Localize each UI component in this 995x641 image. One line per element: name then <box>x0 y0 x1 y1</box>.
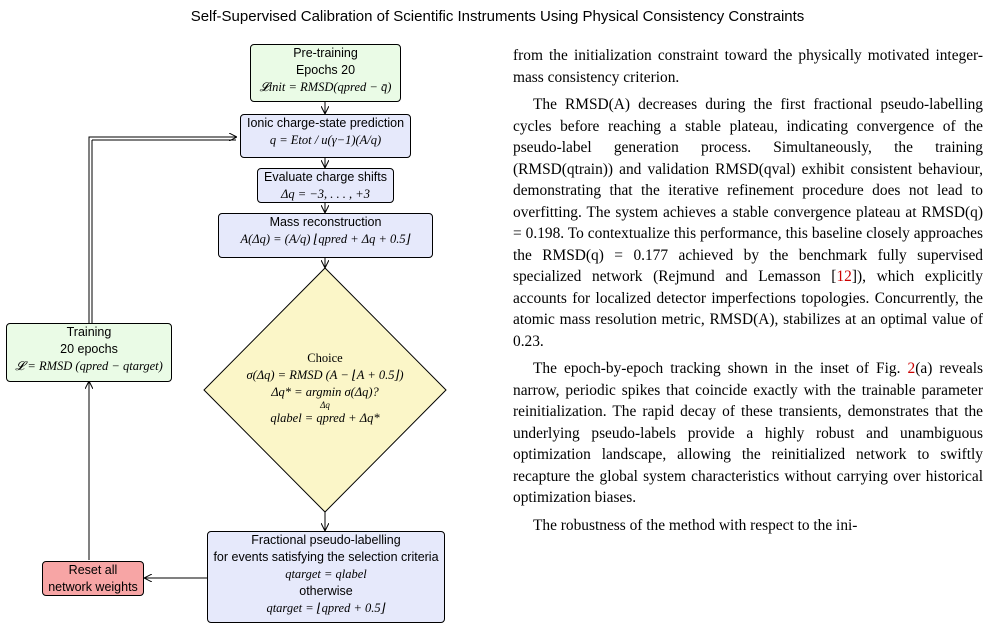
fractional-title: Fractional pseudo-labelling <box>251 533 401 547</box>
paragraph-3-text-a: The epoch-by-epoch tracking shown in the… <box>533 360 908 377</box>
training-loss: 𝓛 = RMSD (qpred − qtarget) <box>15 359 163 373</box>
choice-line1: σ(Δq) = RMSD (A − ⌊A + 0.5⌋) <box>246 368 404 382</box>
ionic-formula: q = Etot / u(γ−1)(A/q) <box>269 133 382 147</box>
choice-line2: Δq* = argmin σ(Δq)? <box>271 385 379 399</box>
training-title: Training <box>66 325 112 339</box>
choice-title: Choice <box>307 351 343 365</box>
training-box: Training 20 epochs 𝓛 = RMSD (qpred − qta… <box>6 323 172 382</box>
figure-link[interactable]: 2 <box>907 360 916 377</box>
pretraining-loss: 𝓛init = RMSD(qpred − q̄) <box>259 80 392 94</box>
paragraph-3-text-b: (a) reveals narrow, periodic spikes that… <box>513 360 983 506</box>
choice-line2-sub: Δq <box>320 400 330 410</box>
pretraining-title: Pre-training <box>293 46 358 60</box>
fractional-pseudo-labelling-box: Fractional pseudo-labelling for events s… <box>207 531 445 623</box>
training-epochs: 20 epochs <box>60 342 118 356</box>
citation-link[interactable]: 12 <box>836 268 852 285</box>
page-title: Self-Supervised Calibration of Scientifi… <box>190 8 805 25</box>
reset-weights-box: Reset all network weights <box>42 561 144 596</box>
charge-shifts-box: Evaluate charge shifts Δq = −3, . . . , … <box>257 168 394 203</box>
mass-title: Mass reconstruction <box>269 215 382 229</box>
fractional-formula2: qtarget = ⌊qpred + 0.5⌋ <box>266 601 386 615</box>
choice-diamond <box>203 267 447 513</box>
ionic-prediction-box: Ionic charge-state prediction q = Etot /… <box>240 114 411 158</box>
mass-reconstruction-box: Mass reconstruction A(Δq) = (A/q) ⌊qpred… <box>218 213 433 258</box>
paragraph-3: The epoch-by-epoch tracking shown in the… <box>513 358 983 509</box>
fractional-subtitle: for events satisfying the selection crit… <box>213 550 439 564</box>
paragraph-2-text-b: ]), which explicitly accounts for locali… <box>513 268 983 350</box>
charge-shifts-formula: Δq = −3, . . . , +3 <box>281 187 370 201</box>
paragraph-2: The RMSD(A) decreases during the first f… <box>513 94 983 352</box>
ionic-title: Ionic charge-state prediction <box>246 116 405 130</box>
pretraining-epochs: Epochs 20 <box>295 63 356 77</box>
pretraining-box: Pre-training Epochs 20 𝓛init = RMSD(qpre… <box>250 44 401 102</box>
charge-shifts-title: Evaluate charge shifts <box>264 170 387 184</box>
paragraph-1: from the initialization constraint towar… <box>513 47 983 86</box>
reset-line2: network weights <box>48 580 138 594</box>
fractional-otherwise: otherwise <box>299 584 353 598</box>
choice-text: Choice σ(Δq) = RMSD (A − ⌊A + 0.5⌋) Δq* … <box>205 350 445 427</box>
fractional-formula1: qtarget = qlabel <box>285 567 367 581</box>
mass-formula: A(Δq) = (A/q) ⌊qpred + Δq + 0.5⌋ <box>240 232 411 246</box>
paragraph-4: The robustness of the method with respec… <box>533 516 858 534</box>
body-column: from the initialization constraint towar… <box>513 45 983 536</box>
choice-line3: qlabel = qpred + Δq* <box>270 411 380 425</box>
reset-line1: Reset all <box>68 563 118 577</box>
paragraph-2-text-a: The RMSD(A) decreases during the first f… <box>513 96 983 285</box>
